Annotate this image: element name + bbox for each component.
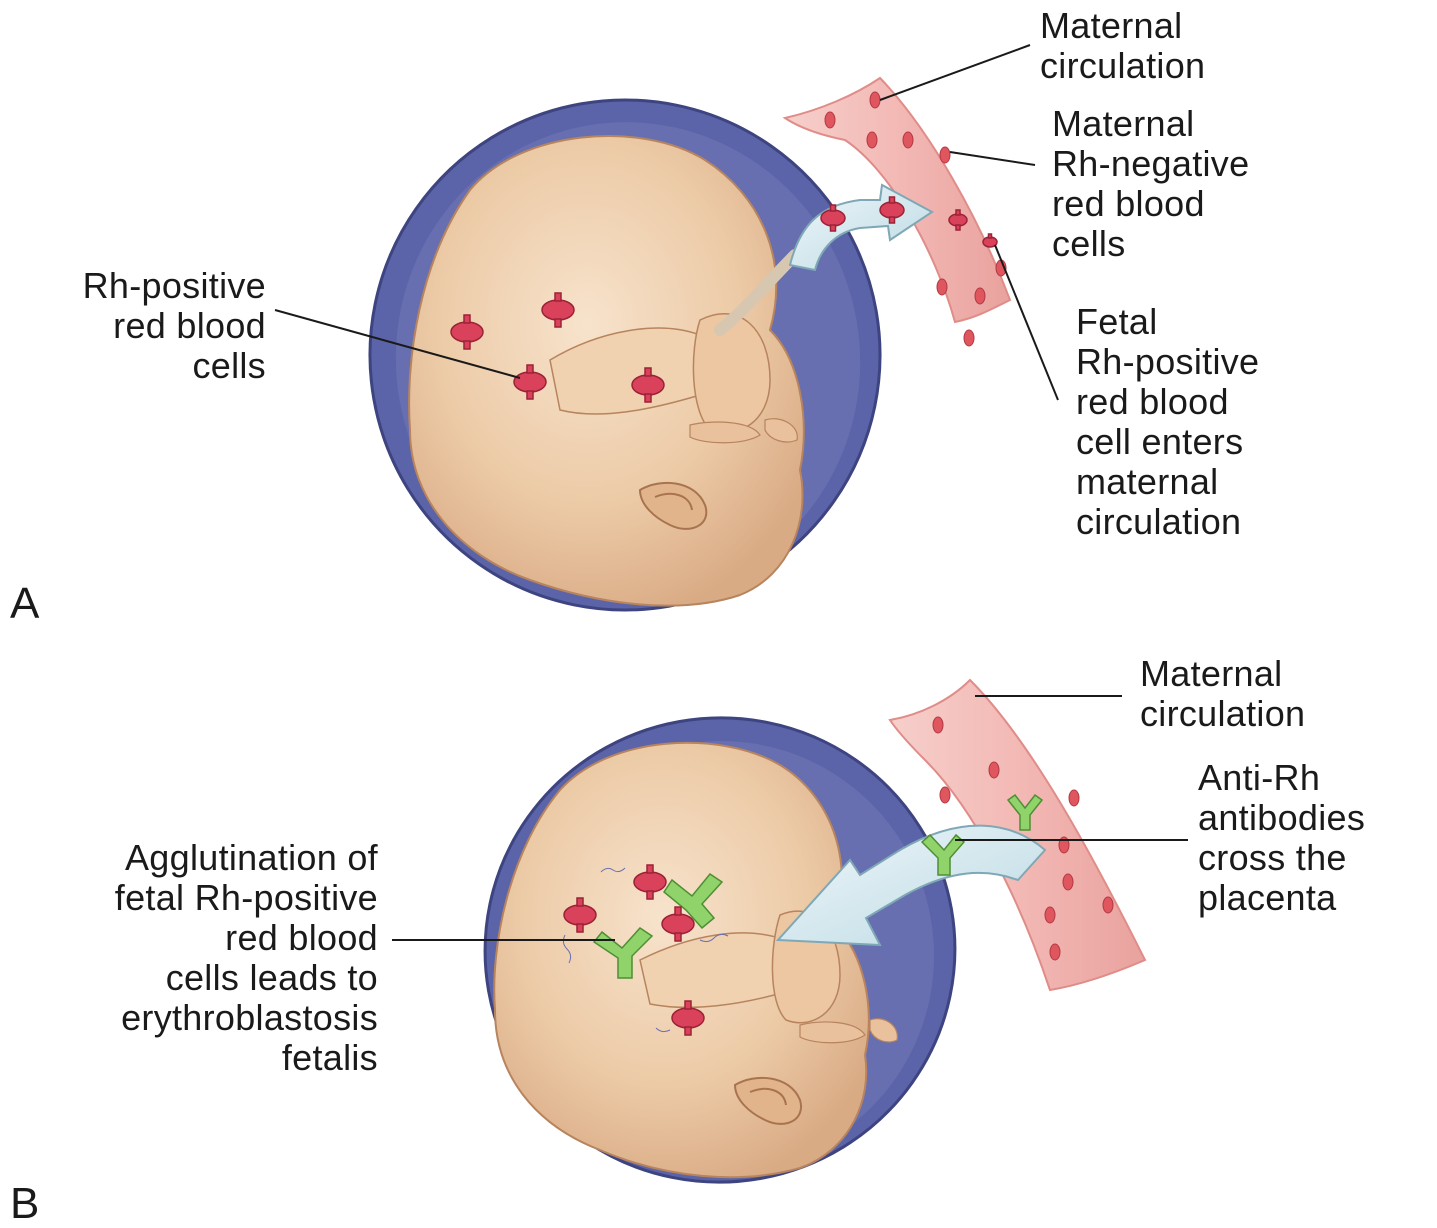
label-line: red blood xyxy=(1052,184,1249,224)
label-line: Fetal xyxy=(1076,302,1259,342)
label-line: red blood xyxy=(0,306,266,346)
label-line: Maternal xyxy=(1040,6,1205,46)
label-line: cell enters xyxy=(1076,422,1259,462)
label-line: circulation xyxy=(1076,502,1259,542)
label-line: Rh-positive xyxy=(0,266,266,306)
label-line: placenta xyxy=(1198,878,1365,918)
label-line: erythroblastosis xyxy=(0,998,378,1038)
label-line: cells leads to xyxy=(0,958,378,998)
panel-letter-a: A xyxy=(10,582,39,626)
label-line: antibodies xyxy=(1198,798,1365,838)
panel-letter-b: B xyxy=(10,1182,39,1226)
label-line: circulation xyxy=(1140,694,1305,734)
label-agglutination: Agglutination of fetal Rh-positive red b… xyxy=(0,838,378,1078)
label-line: circulation xyxy=(1040,46,1205,86)
panel-a-illustration xyxy=(275,45,1058,650)
label-fetal-rh-positive-enters: Fetal Rh-positive red blood cell enters … xyxy=(1076,302,1259,542)
label-maternal-circulation-b: Maternal circulation xyxy=(1140,654,1305,734)
fetus-a xyxy=(409,136,804,606)
label-line: cross the xyxy=(1198,838,1365,878)
label-anti-rh-antibodies: Anti-Rh antibodies cross the placenta xyxy=(1198,758,1365,918)
label-line: Rh-negative xyxy=(1052,144,1249,184)
label-line: fetalis xyxy=(0,1038,378,1078)
label-rh-positive: Rh-positive red blood cells xyxy=(0,266,266,386)
label-line: red blood xyxy=(1076,382,1259,422)
label-line: Agglutination of xyxy=(0,838,378,878)
label-line: Rh-positive xyxy=(1076,342,1259,382)
label-line: cells xyxy=(1052,224,1249,264)
label-line: Maternal xyxy=(1052,104,1249,144)
panel-b-illustration xyxy=(392,680,1188,1210)
label-line: cells xyxy=(0,346,266,386)
label-line: fetal Rh-positive xyxy=(0,878,378,918)
label-line: red blood xyxy=(0,918,378,958)
label-line: maternal xyxy=(1076,462,1259,502)
label-maternal-circulation-a: Maternal circulation xyxy=(1040,6,1205,86)
label-maternal-rh-negative: Maternal Rh-negative red blood cells xyxy=(1052,104,1249,264)
label-line: Anti-Rh xyxy=(1198,758,1365,798)
label-line: Maternal xyxy=(1140,654,1305,694)
